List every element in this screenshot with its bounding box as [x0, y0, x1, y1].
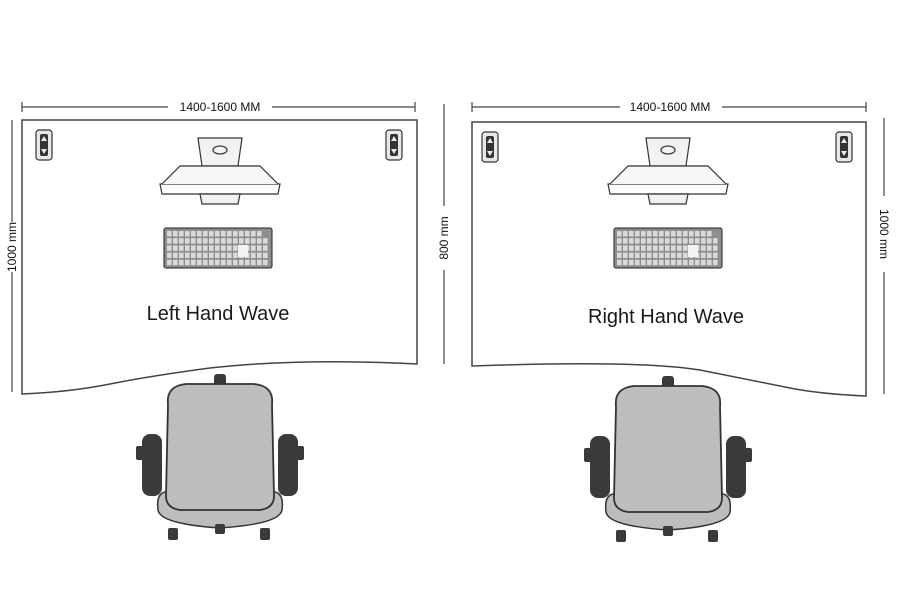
office-chair-icon	[583, 375, 753, 543]
cable-grommet-icon	[481, 131, 499, 163]
depth-label-left: 1000 mm	[5, 222, 19, 272]
keyboard-icon	[613, 227, 723, 269]
width-dimension: 1400-1600 MM	[471, 100, 867, 114]
keyboard-icon	[163, 227, 273, 269]
right-hand-wave-layout: 1400-1600 MM 1000 mm Right Hand Wave	[471, 100, 891, 543]
depth-label-right: 1000 mm	[877, 209, 891, 259]
width-dimension: 1400-1600 MM	[21, 100, 416, 114]
layout-name: Right Hand Wave	[588, 306, 744, 328]
width-label: 1400-1600 MM	[630, 100, 711, 114]
depth-dimension-right: 1000 mm	[877, 118, 891, 394]
office-chair-icon	[135, 373, 305, 541]
depth-dimension-right: 800 mm	[437, 104, 451, 364]
cable-grommet-icon	[35, 129, 53, 161]
left-hand-wave-layout: 1400-1600 MM 1000 mm 800 mm Left Hand Wa…	[5, 100, 451, 541]
layout-name: Left Hand Wave	[147, 303, 290, 325]
width-label: 1400-1600 MM	[180, 100, 261, 114]
depth-dimension-left: 1000 mm	[5, 120, 19, 392]
cable-grommet-icon	[835, 131, 853, 163]
depth-label-right: 800 mm	[437, 216, 451, 259]
cable-grommet-icon	[385, 129, 403, 161]
